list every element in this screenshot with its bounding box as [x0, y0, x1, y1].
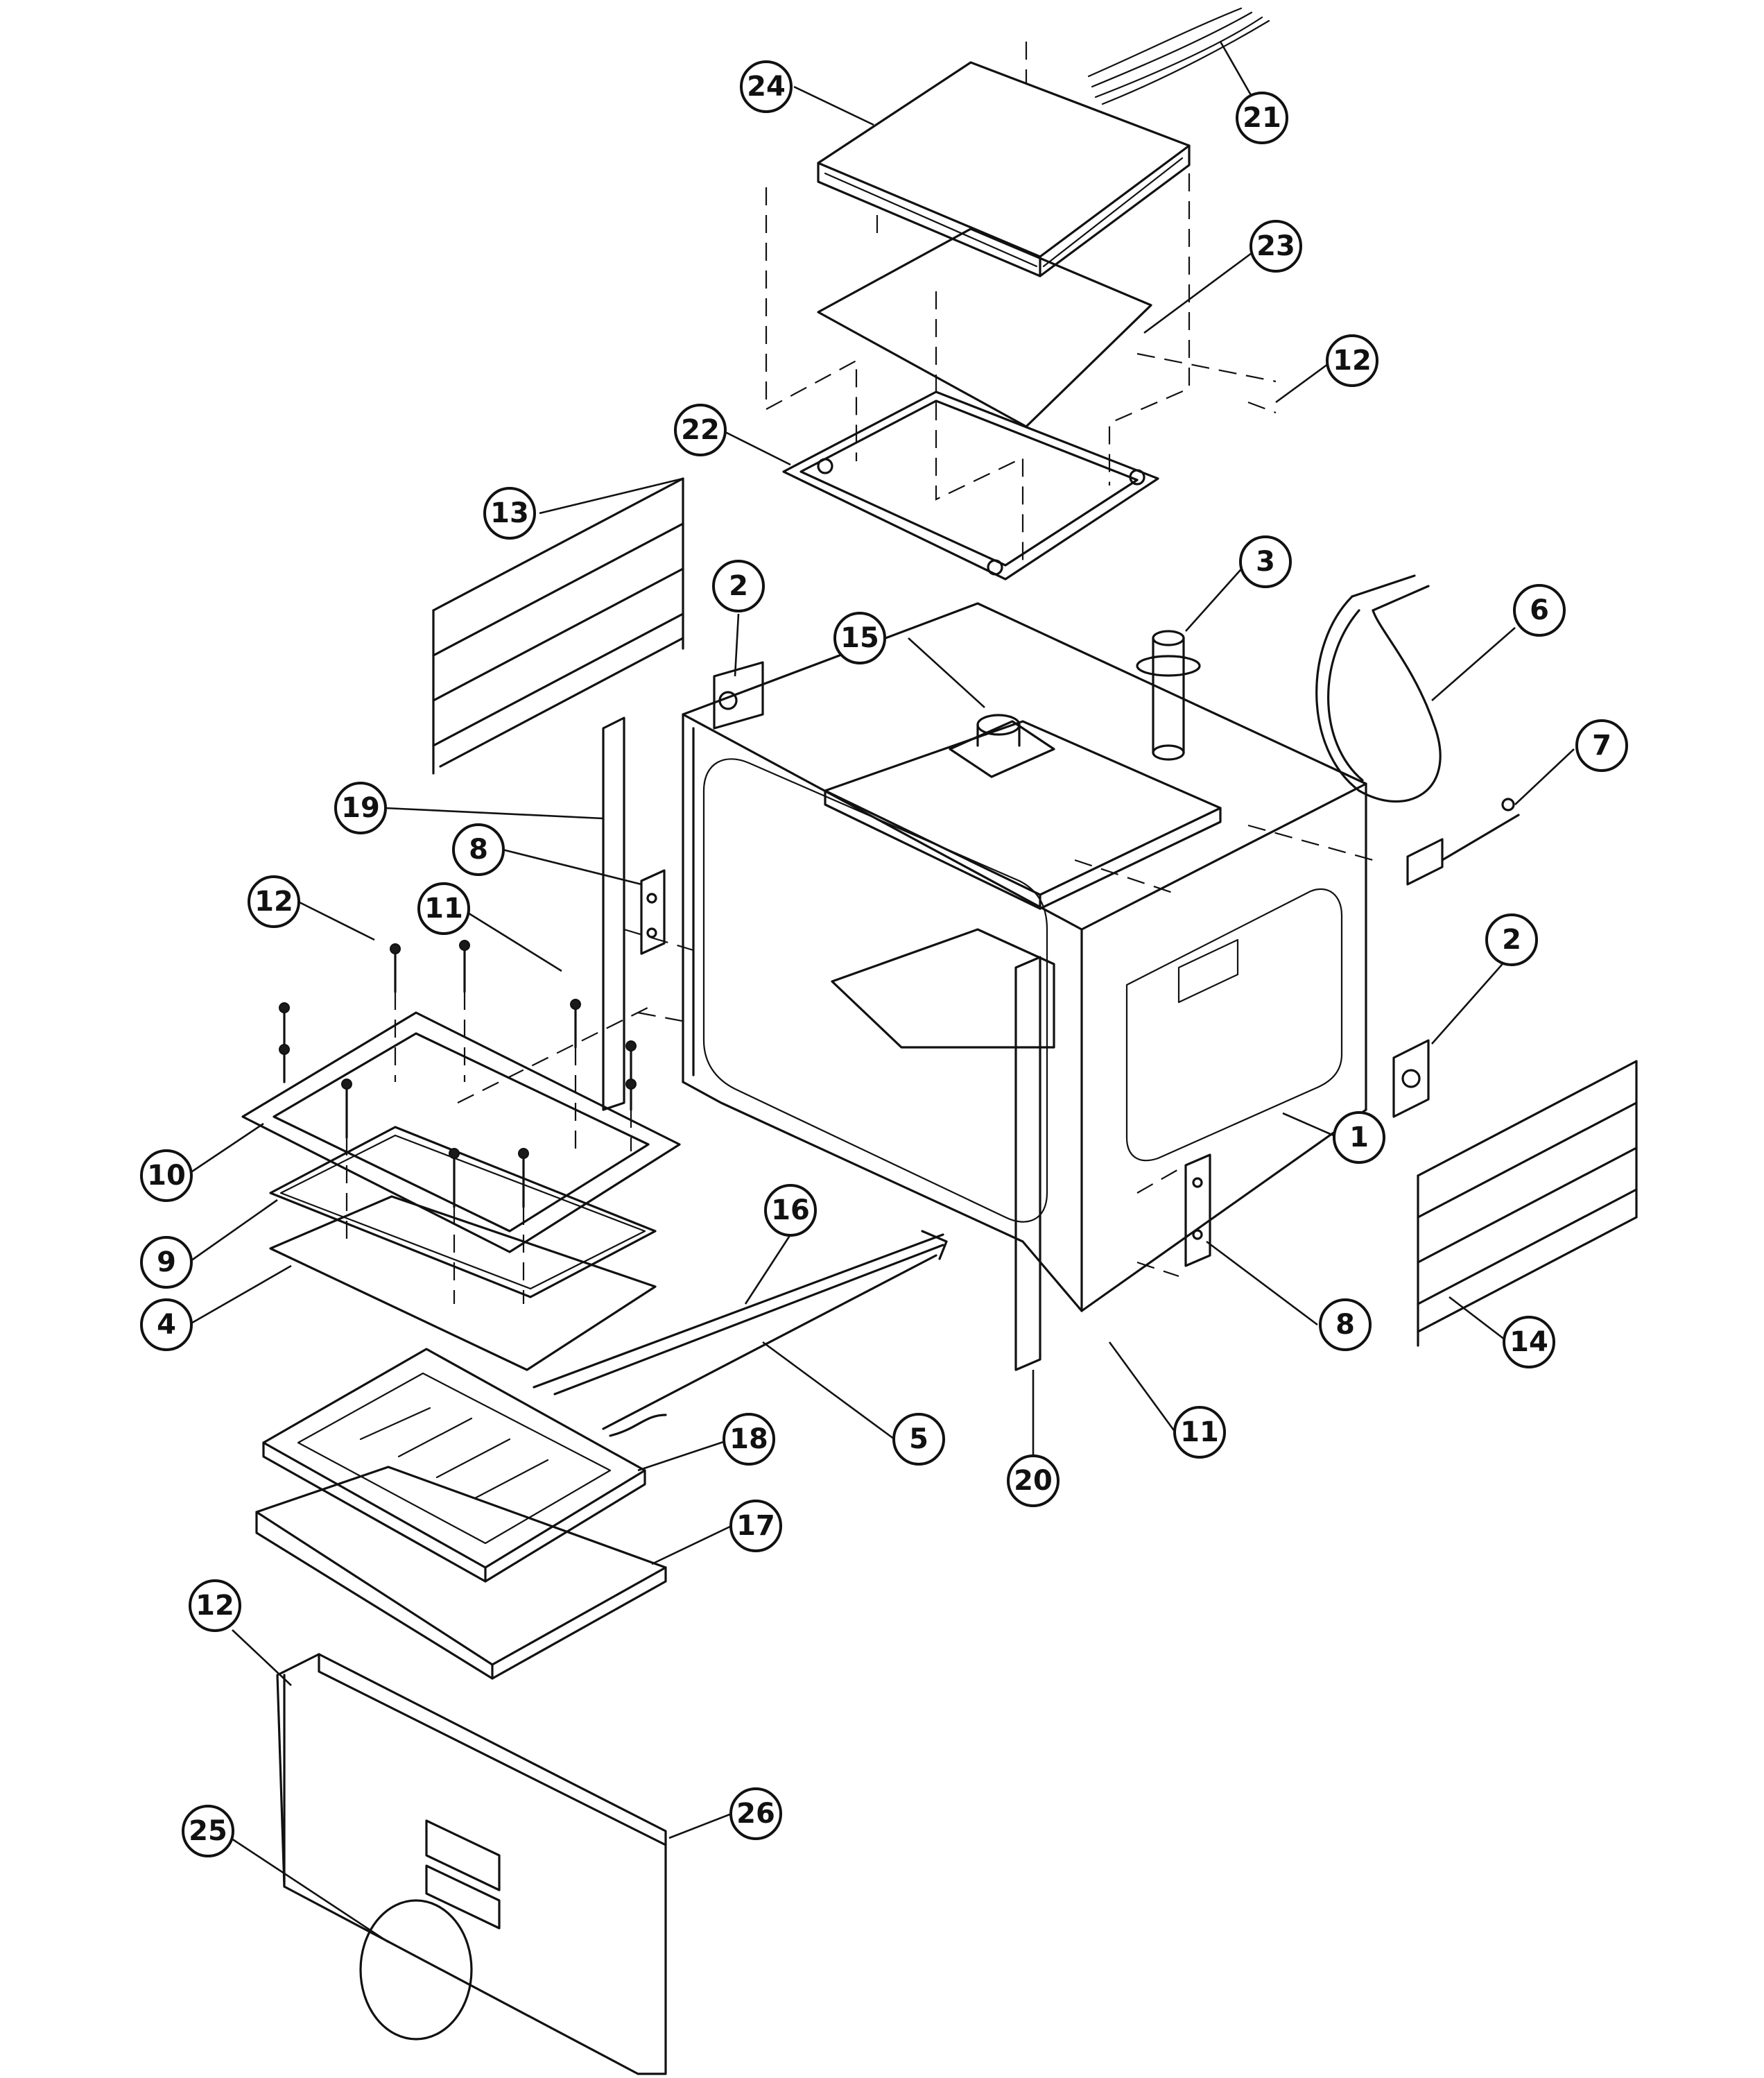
- callout-label: 2: [1502, 924, 1521, 956]
- callout-label: 18: [729, 1423, 768, 1455]
- callout-16: 16: [764, 1184, 817, 1237]
- callout-18: 18: [723, 1413, 775, 1466]
- callout-label: 9: [157, 1246, 176, 1278]
- callout-19: 19: [334, 782, 387, 834]
- lower-alignment-lines: [345, 824, 1374, 1304]
- callout-label: 22: [681, 414, 720, 446]
- callout-9: 9: [140, 1236, 193, 1289]
- callout-label: 7: [1592, 730, 1611, 762]
- callout-label: 23: [1256, 230, 1295, 262]
- callout-label: 10: [147, 1160, 186, 1192]
- callout-label: 16: [771, 1194, 810, 1226]
- callout-12-left: 12: [248, 875, 300, 928]
- callout-2-right: 2: [1485, 913, 1538, 966]
- part-gasket: [269, 1126, 657, 1298]
- callout-17: 17: [729, 1500, 782, 1552]
- callout-label: 1: [1349, 1122, 1369, 1153]
- callout-label: 19: [341, 792, 380, 824]
- part-top-center-component: [949, 714, 1055, 778]
- callout-label: 12: [1333, 345, 1372, 377]
- part-bottom-panel: [269, 1195, 657, 1371]
- callout-label: 15: [840, 622, 879, 654]
- part-sensor-probe: [1406, 798, 1520, 886]
- part-insulation-sheet: [817, 227, 1152, 428]
- part-bake-element-pan: [262, 1348, 646, 1583]
- callout-12-top: 12: [1326, 334, 1378, 387]
- callout-label: 11: [1180, 1416, 1219, 1448]
- callout-label: 6: [1530, 594, 1549, 626]
- part-upper-left-bracket: [713, 661, 764, 730]
- part-right-bracket: [1392, 1039, 1430, 1118]
- callout-label: 14: [1510, 1326, 1548, 1358]
- part-element-loop: [1315, 574, 1442, 802]
- callout-label: 24: [747, 71, 786, 103]
- screws-bottom-frame: [279, 940, 637, 1208]
- leader-lines: [185, 41, 1575, 1943]
- callout-label: 21: [1243, 102, 1281, 134]
- part-top-frame: [782, 390, 1159, 581]
- callout-11-left: 11: [417, 882, 470, 935]
- part-convection-ring: [359, 1899, 473, 2041]
- part-right-side-trim: [1014, 956, 1041, 1371]
- callout-3: 3: [1239, 535, 1292, 588]
- callout-label: 12: [196, 1590, 234, 1622]
- part-wire-leads: [1087, 7, 1270, 105]
- callout-11-right: 11: [1173, 1406, 1226, 1459]
- callout-label: 5: [909, 1423, 928, 1455]
- callout-label: 4: [157, 1309, 176, 1341]
- part-wiring-harness: [533, 1230, 948, 1437]
- callout-label: 26: [736, 1798, 775, 1830]
- part-drawer-tray: [255, 1466, 667, 1680]
- part-left-oven-rack: [432, 477, 684, 775]
- callout-13: 13: [483, 487, 536, 540]
- callout-22: 22: [674, 404, 727, 456]
- callout-24: 24: [740, 60, 793, 113]
- callout-25: 25: [182, 1805, 234, 1857]
- callout-2-top: 2: [712, 560, 765, 612]
- part-right-oven-rack: [1417, 1060, 1638, 1347]
- callout-10: 10: [140, 1149, 193, 1202]
- callout-label: 8: [469, 834, 488, 866]
- callout-5: 5: [892, 1413, 945, 1466]
- callout-label: 2: [729, 570, 748, 602]
- callout-8-right: 8: [1319, 1298, 1372, 1351]
- callout-label: 8: [1335, 1309, 1355, 1341]
- callout-label: 17: [736, 1510, 775, 1542]
- callout-label: 20: [1014, 1465, 1053, 1497]
- callout-12-bottom: 12: [189, 1579, 241, 1632]
- callout-7: 7: [1575, 719, 1628, 772]
- part-right-hinge: [1184, 1153, 1211, 1267]
- callout-20: 20: [1007, 1454, 1060, 1507]
- part-bottom-frame: [241, 1011, 681, 1253]
- callout-8-left: 8: [452, 823, 505, 876]
- part-vent-tube: [1136, 630, 1201, 761]
- callout-15: 15: [833, 612, 886, 664]
- callout-21: 21: [1236, 92, 1288, 144]
- part-back-panel: [276, 1653, 667, 2075]
- callout-1: 1: [1333, 1111, 1385, 1164]
- callout-label: 25: [189, 1815, 227, 1847]
- callout-4: 4: [140, 1298, 193, 1351]
- callout-6: 6: [1513, 584, 1566, 637]
- callout-26: 26: [729, 1787, 782, 1840]
- callout-label: 11: [424, 893, 463, 925]
- callout-label: 3: [1256, 546, 1275, 578]
- callout-label: 12: [254, 886, 293, 918]
- callout-label: 13: [490, 497, 529, 529]
- callout-23: 23: [1250, 220, 1302, 273]
- callout-14: 14: [1503, 1316, 1555, 1368]
- part-left-side-trim: [602, 716, 625, 1111]
- top-alignment-lines: [765, 42, 1277, 569]
